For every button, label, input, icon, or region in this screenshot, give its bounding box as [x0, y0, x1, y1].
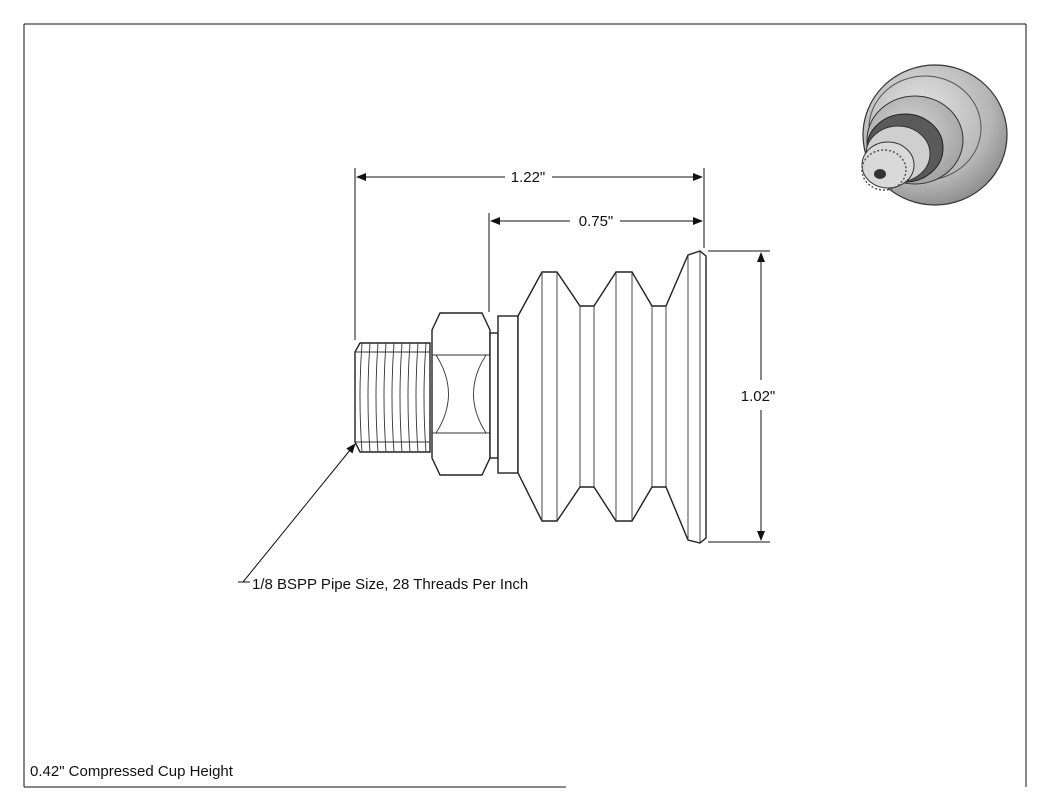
dimension-cup-diameter: 1.02" — [708, 250, 776, 543]
thread-ridge — [415, 342, 419, 453]
hex-nut — [431, 312, 491, 476]
threaded-stem — [354, 342, 431, 453]
thread-ridge — [359, 342, 363, 453]
thread-ridge — [407, 342, 411, 453]
sheet-border — [23, 23, 1027, 788]
thread-ridge — [399, 342, 403, 453]
thread-ridge — [391, 342, 395, 453]
thread-ridge — [383, 342, 387, 453]
thread-note-label: 1/8 BSPP Pipe Size, 28 Threads Per Inch — [252, 576, 528, 593]
thread-ridge — [375, 342, 379, 453]
dimension-cup-length: 0.75" — [488, 213, 703, 312]
thread-ridge — [423, 342, 427, 453]
bellows-cup — [517, 250, 707, 544]
suction-cup-3d-render-icon — [861, 64, 1008, 206]
overall-length-label: 1.22" — [511, 169, 546, 186]
dimension-overall-length: 1.22" — [354, 168, 705, 340]
thread-callout: 1/8 BSPP Pipe Size, 28 Threads Per Inch — [238, 443, 528, 593]
cup-length-label: 0.75" — [579, 213, 614, 230]
thread-ridge — [367, 342, 371, 453]
footer-note: 0.42" Compressed Cup Height — [30, 763, 234, 780]
collar — [489, 315, 519, 474]
cup-diameter-label: 1.02" — [741, 388, 776, 405]
